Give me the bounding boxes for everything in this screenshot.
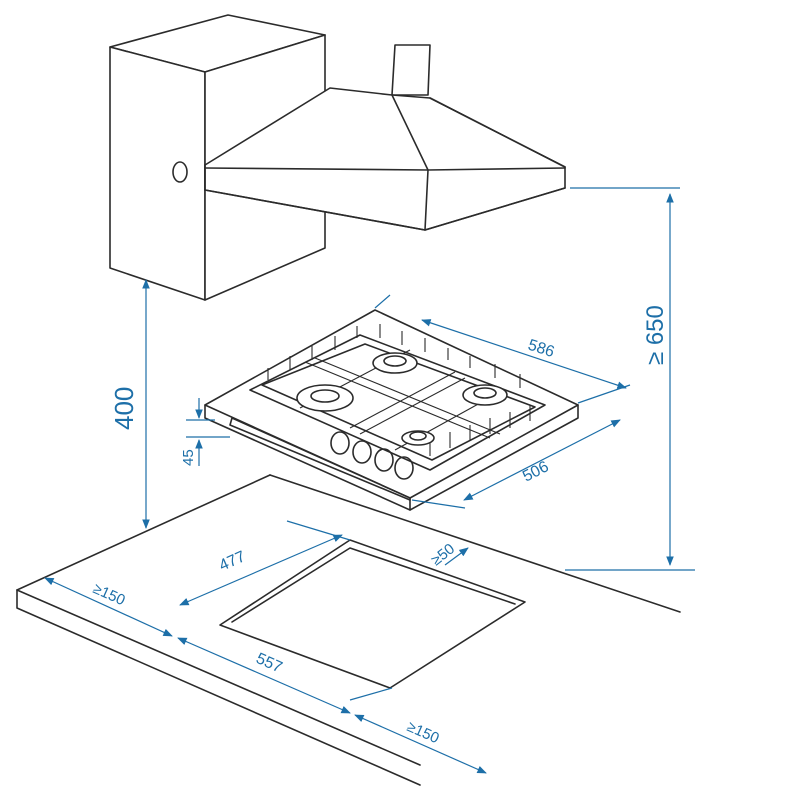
front-clearance-label: ≥150 xyxy=(404,718,441,747)
gas-hob xyxy=(204,309,579,511)
burners xyxy=(296,352,508,446)
side-clearance-label: 400 xyxy=(109,387,139,430)
dimension-lines xyxy=(44,187,695,774)
range-hood xyxy=(204,44,566,231)
hood-clearance-label: ≥ 650 xyxy=(642,305,669,365)
hob-depth-label: 506 xyxy=(520,458,552,485)
hob-height-label: 45 xyxy=(180,449,197,466)
hob-width-label: 586 xyxy=(526,337,557,361)
dimension-labels: ≥ 650 400 45 586 506 477 ≥50 ≥150 557 ≥1… xyxy=(90,305,669,747)
worktop xyxy=(16,474,681,786)
left-clearance-label: ≥150 xyxy=(90,580,127,609)
cutout-depth-label: 477 xyxy=(217,548,248,574)
control-knobs xyxy=(330,431,414,480)
back-clearance-label: ≥50 xyxy=(428,540,458,569)
